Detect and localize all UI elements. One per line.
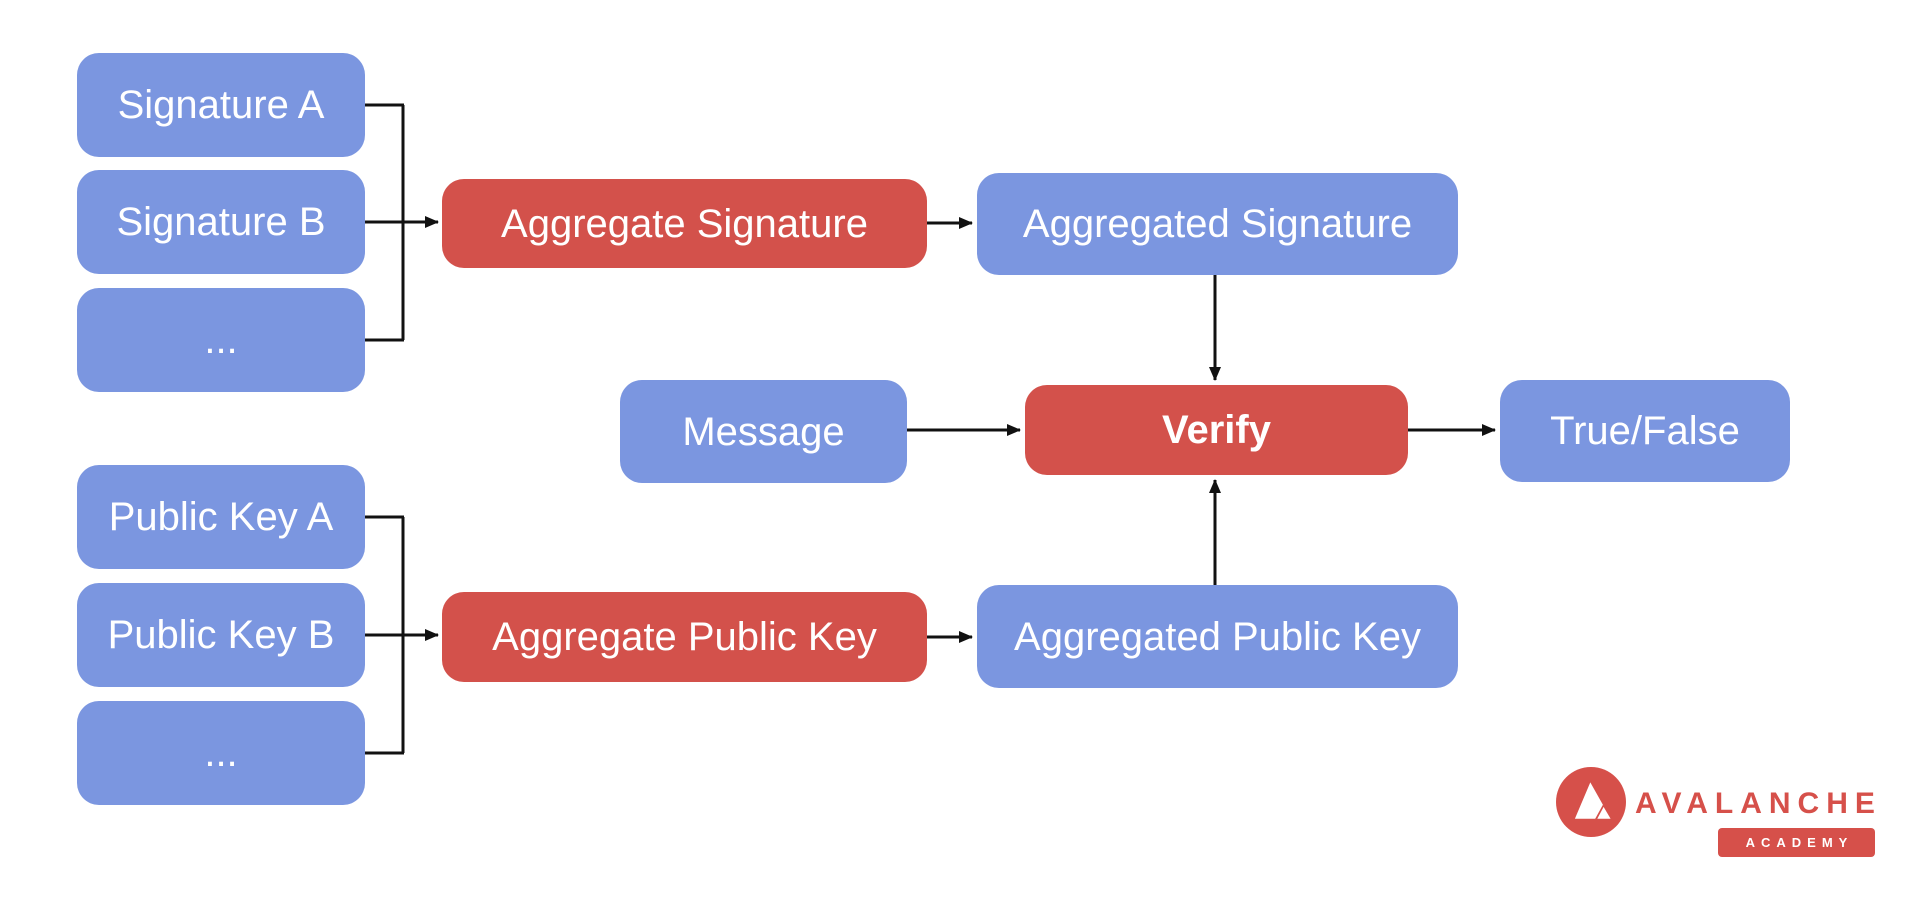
node-aggregated-public-key: Aggregated Public Key [977, 585, 1458, 688]
node-public-key-a: Public Key A [77, 465, 365, 569]
node-public-key-more: ... [77, 701, 365, 805]
node-signature-a: Signature A [77, 53, 365, 157]
node-signature-b: Signature B [77, 170, 365, 274]
node-signature-more: ... [77, 288, 365, 392]
avalanche-logo-icon [1556, 767, 1626, 837]
node-aggregated-signature: Aggregated Signature [977, 173, 1458, 275]
node-aggregate-public-key: Aggregate Public Key [442, 592, 927, 682]
avalanche-academy-logo: AVALANCHE ACADEMY [1556, 767, 1886, 862]
node-true-false: True/False [1500, 380, 1790, 482]
node-message: Message [620, 380, 907, 483]
node-verify: Verify [1025, 385, 1408, 475]
node-aggregate-signature: Aggregate Signature [442, 179, 927, 268]
academy-badge: ACADEMY [1718, 828, 1875, 857]
avalanche-wordmark: AVALANCHE [1635, 787, 1882, 820]
node-public-key-b: Public Key B [77, 583, 365, 687]
